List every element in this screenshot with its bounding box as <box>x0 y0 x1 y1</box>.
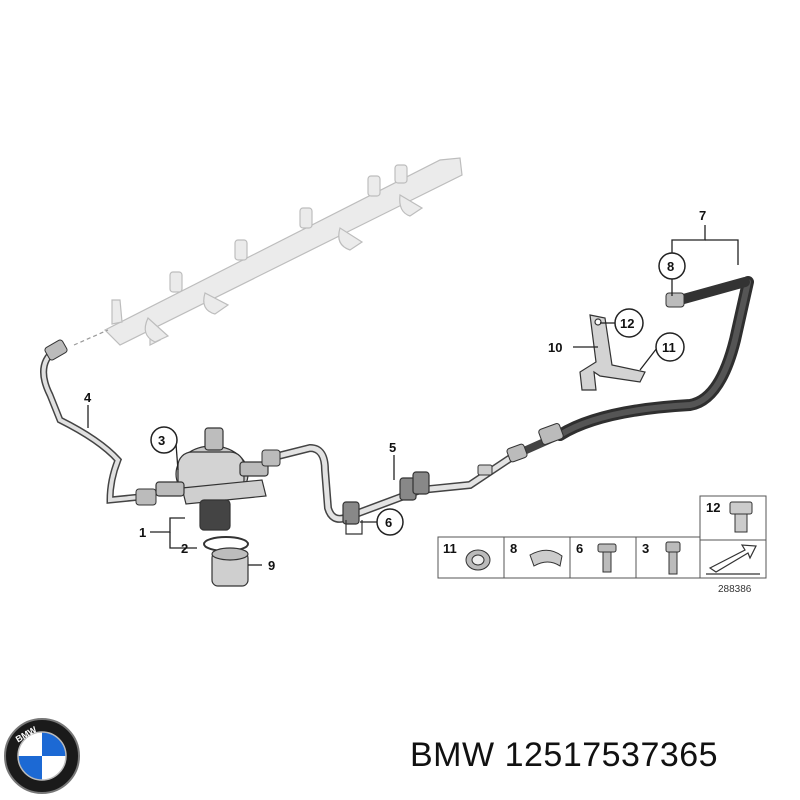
callout-3: 3 <box>158 433 165 448</box>
tappet <box>211 547 249 587</box>
high-pressure-pump <box>155 427 269 531</box>
callout-5: 5 <box>389 440 396 455</box>
legend-label-6: 6 <box>576 541 583 556</box>
callout-leaders <box>87 225 739 566</box>
part-number: 12517537365 <box>504 736 719 774</box>
line-clamps <box>342 471 430 535</box>
bracket <box>579 314 646 391</box>
callout-1: 1 <box>139 525 146 540</box>
fuel-rail <box>73 157 463 346</box>
legend-label-11: 11 <box>443 541 457 556</box>
callout-2: 2 <box>181 541 188 556</box>
bmw-logo: BMW <box>4 718 80 794</box>
fuel-hose-7 <box>554 276 754 441</box>
diagram-number: 288386 <box>718 584 752 595</box>
callout-6: 6 <box>385 515 392 530</box>
callout-9: 9 <box>268 558 275 573</box>
legend-label-12: 12 <box>706 500 720 515</box>
high-pressure-line-4 <box>40 346 144 504</box>
clip-icon-11 <box>465 549 491 571</box>
arrow-icon <box>706 544 760 575</box>
callout-11: 11 <box>662 340 676 355</box>
callout-12: 12 <box>620 316 634 331</box>
callout-4: 4 <box>84 390 92 405</box>
legend-label-3: 3 <box>642 541 649 556</box>
bolt-icon-12 <box>729 501 753 533</box>
callout-10: 10 <box>548 340 562 355</box>
bolt-icon-3 <box>665 541 681 575</box>
brand-name: BMW <box>410 736 495 774</box>
screw-icon-6 <box>597 543 617 573</box>
callout-7: 7 <box>699 208 706 223</box>
callout-8: 8 <box>667 259 674 274</box>
legend-label-8: 8 <box>510 541 517 556</box>
bushing-icon-8 <box>529 549 563 567</box>
parts-legend <box>437 495 767 579</box>
